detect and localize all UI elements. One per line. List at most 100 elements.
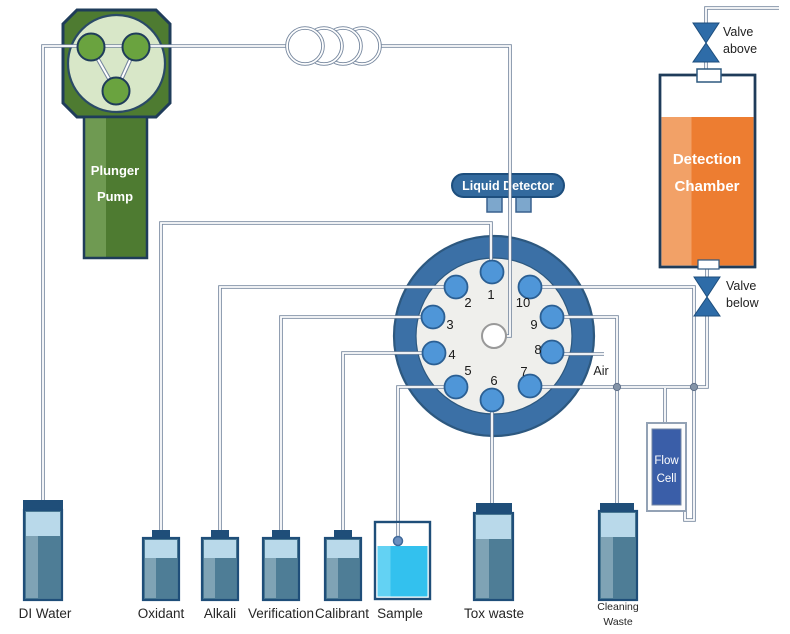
cleaning-waste-label-line1: Cleaning [597,601,639,613]
liquid-detector: Liquid Detector [451,173,565,213]
detection-chamber: Detection Chamber [658,68,757,270]
verification-stripe [265,558,276,598]
cleaning-waste-cap [600,503,634,512]
air-label: Air [593,364,608,378]
tox-waste-border [472,511,515,602]
port-number-3: 3 [446,317,453,332]
di-water-border [22,508,64,602]
rotary-valve-ports: 1 2 3 4 5 6 7 8 9 10 [420,259,565,413]
flow-cell-label-line1: Flow [654,455,679,467]
alkali-stripe [204,558,215,598]
valve-port-10 [517,274,543,300]
valve-port-5 [443,374,469,400]
mixing-coil-icon [285,26,382,66]
valve-above-label-line2: above [723,42,757,56]
valve-above-icon: Valve above [692,22,757,63]
tubing-core [42,7,779,531]
flow-cell-label-line2: Cell [657,473,677,485]
pump-body-stripe [84,117,106,258]
port-number-1: 1 [487,287,494,302]
valve-above-top-triangle [692,22,720,44]
detection-chamber-label-line2: Chamber [674,178,739,195]
port-number-9: 9 [530,317,537,332]
valve-port-3 [420,304,446,330]
oxidant-cap [152,530,170,539]
valve-below-bottom-triangle [693,296,721,317]
bottle-cleaning-waste: Cleaning Waste [597,503,639,628]
valve-above-bottom-triangle [692,42,720,63]
rotor-roller-bottom [101,76,131,106]
port-number-2: 2 [464,295,471,310]
bottle-tox-waste: Tox waste [464,503,524,621]
bottle-alkali: Alkali [200,530,240,621]
valve-port-7 [517,373,543,399]
valve-ring-inner-edge [415,257,573,415]
valve-port-1 [479,259,505,285]
valve-port-2 [443,274,469,300]
di-water-band [26,512,60,536]
valve-ring [394,236,594,436]
oxidant-border [141,536,181,602]
port-number-7: 7 [520,364,527,379]
verification-cap [272,530,290,539]
valve-below-top-triangle [693,276,721,298]
sample-beaker: Sample [373,520,432,621]
junction-node-right [689,382,699,392]
pump-label-line2: Pump [97,189,133,204]
valve-below-label-line1: Valve [726,279,756,293]
sample-droplet-icon [392,535,404,547]
port-number-5: 5 [464,363,471,378]
coil-ring-1-core [286,27,324,65]
flow-cell-body [651,428,682,506]
bottle-calibrant: Calibrant [315,530,369,621]
port-number-6: 6 [490,373,497,388]
valve-below-icon: Valve below [693,276,760,317]
rotor-roller-right [121,32,151,62]
tox-waste-label: Tox waste [464,606,524,621]
calibrant-label: Calibrant [315,606,369,621]
alkali-border [200,536,240,602]
bottle-di-water: DI Water [19,500,72,621]
di-water-stripe [26,536,38,598]
junction-node-left [612,382,622,392]
flow-cell: Flow Cell [646,422,687,512]
chamber-bottom-port [697,259,720,270]
bottle-oxidant: Oxidant [138,530,185,621]
valve-ring-outer-edge [392,234,596,438]
tox-waste-band [476,515,511,539]
tubing [41,6,779,531]
cleaning-waste-label-line2: Waste [603,616,633,628]
tox-waste-stripe [476,539,489,598]
valve-port-8 [539,339,565,365]
valve-below-label-line2: below [726,296,760,310]
oxidant-band [145,540,177,558]
port-number-4: 4 [448,347,455,362]
port-number-10: 10 [516,295,530,310]
alkali-band [204,540,236,558]
alkali-label: Alkali [204,606,236,621]
verification-border [261,536,301,602]
valve-center-port [481,323,507,349]
calibrant-band [327,540,359,558]
di-water-label: DI Water [19,606,72,621]
sample-label: Sample [377,606,423,621]
detector-leg-left [486,195,503,213]
valve-port-4 [421,340,447,366]
tox-waste-cap [476,503,512,513]
liquid-detector-label: Liquid Detector [462,179,554,193]
cleaning-waste-band [601,513,635,537]
di-water-cap [23,500,63,510]
calibrant-cap [334,530,352,539]
chamber-liquid-highlight [661,117,692,266]
verification-band [265,540,297,558]
valve-port-6 [479,387,505,413]
pump-rotor [76,32,151,106]
calibrant-stripe [327,558,338,598]
calibrant-border [323,536,363,602]
detector-leg-right [515,195,532,213]
port-number-8: 8 [534,342,541,357]
oxidant-label: Oxidant [138,606,185,621]
plunger-pump-body: Plunger Pump [82,115,149,260]
